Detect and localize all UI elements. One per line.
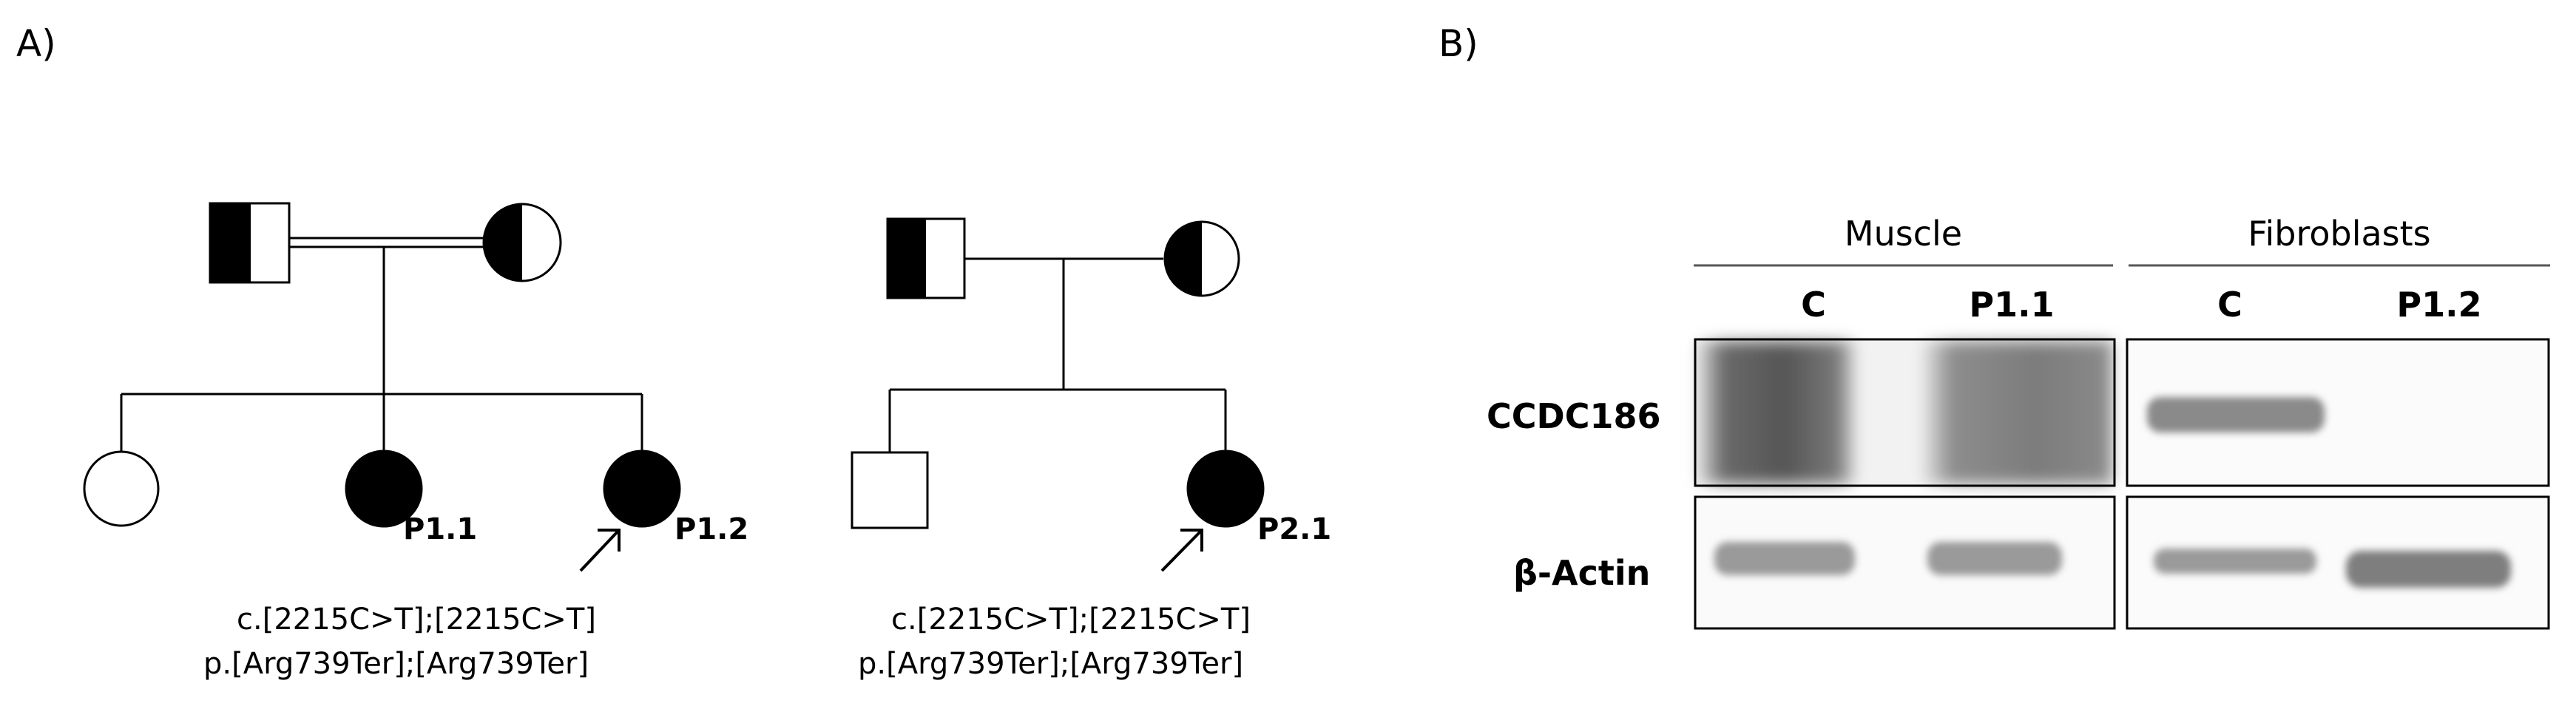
row-label-actin: β-Actin [1513,553,1651,593]
proband-arrow-p12 [579,529,621,572]
pedigree1-unaffected-daughter [83,450,160,527]
pedigree2-protein-variant: p.[Arg739Ter];[Arg739Ter] [858,647,1244,681]
lane-label-muscle-c: C [1801,285,1826,325]
pedigree2-unaffected-son [851,451,929,529]
panel-b-label: B) [1439,22,1478,65]
blot-fibroblasts-ccdc186 [2126,338,2550,487]
pedigree-1 [83,202,681,572]
label-p12: P1.2 [675,512,749,546]
pedigree1-affected-p12 [603,449,681,528]
pedigree1-affected-p11 [345,449,423,528]
label-p21: P2.1 [1257,512,1332,546]
pedigree1-mother-carrier-circle [482,203,562,282]
group-label-muscle: Muscle [1844,214,1963,254]
pedigree-2 [851,217,1265,572]
panel-a-label: A) [16,22,56,65]
blot-fibroblasts-actin [2126,495,2550,630]
lane-label-fibro-p12: P1.2 [2396,285,2482,325]
pedigree1-protein-variant: p.[Arg739Ter];[Arg739Ter] [203,647,589,681]
group-label-fibroblasts: Fibroblasts [2248,214,2431,254]
proband-arrow-p21 [1160,529,1203,572]
blot-muscle-ccdc186 [1694,338,2116,487]
pedigree2-father-carrier-square [886,217,966,299]
pedigree2-cdna-variant: c.[2215C>T];[2215C>T] [891,603,1251,637]
lane-label-muscle-p11: P1.1 [1969,285,2055,325]
pedigree2-mother-carrier-circle [1163,220,1240,297]
lane-label-fibro-c: C [2217,285,2242,325]
row-label-ccdc186: CCDC186 [1487,396,1661,436]
label-p11: P1.1 [403,512,478,546]
blot-muscle-actin [1694,495,2116,630]
pedigree1-cdna-variant: c.[2215C>T];[2215C>T] [237,603,596,637]
pedigree1-father-carrier-square [209,202,291,284]
western-blot [1694,264,2550,630]
pedigree2-affected-p21 [1186,449,1265,528]
